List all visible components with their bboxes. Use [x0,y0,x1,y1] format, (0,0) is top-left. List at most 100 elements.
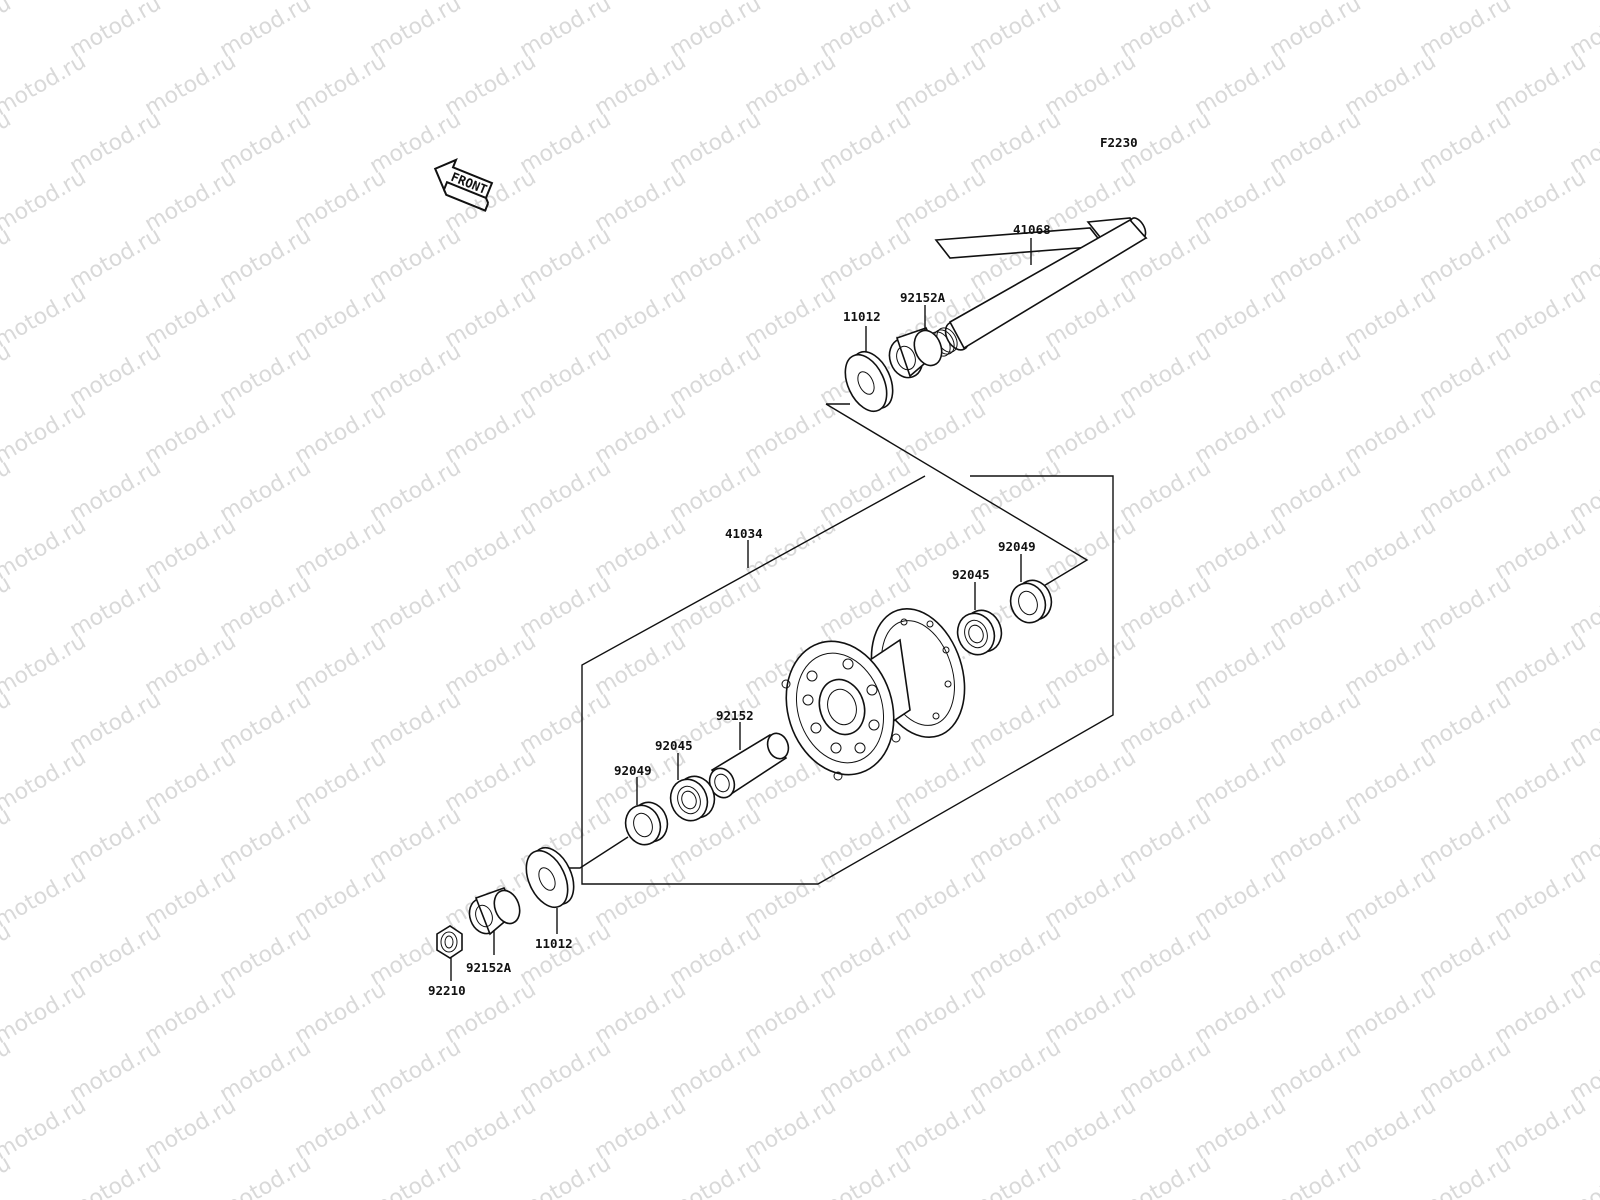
watermark-text: motod.ru [1491,1093,1591,1165]
part-number-seal-right: 11012 [843,309,881,324]
watermark-text: motod.ru [1191,861,1291,933]
watermark-text: motod.ru [0,1093,90,1165]
watermark-text: motod.ru [0,861,90,933]
watermark-text: motod.ru [666,571,766,643]
watermark-text: motod.ru [1566,1151,1600,1200]
watermark-text: motod.ru [1491,165,1591,237]
watermark-text: motod.ru [216,687,316,759]
watermark-text: motod.ru [816,1151,916,1200]
watermark-text: motod.ru [1266,1035,1366,1107]
watermark-text: motod.ru [141,49,241,121]
watermark-text: motod.ru [441,1093,541,1165]
watermark-text: motod.ru [1191,513,1291,585]
watermark-text: motod.ru [966,455,1066,527]
watermark-text: motod.ru [1191,281,1291,353]
watermark-text: motod.ru [1116,455,1216,527]
watermark-text: motod.ru [1341,397,1441,469]
collar-left-part [468,887,521,936]
watermark-text: motod.ru [0,49,90,121]
watermark-text: motod.ru [1266,223,1366,295]
part-number-collar-right: 92152A [900,290,946,305]
watermark-text: motod.ru [141,977,241,1049]
watermark-text: motod.ru [1341,165,1441,237]
watermark-text: motod.ru [591,1093,691,1165]
watermark-text: motod.ru [1491,513,1591,585]
watermark-text: motod.ru [1191,1093,1291,1165]
watermark-text: motod.ru [66,223,166,295]
watermark-text: motod.ru [0,513,90,585]
watermark-text: motod.ru [1041,861,1141,933]
watermark-text: motod.ru [1266,803,1366,875]
watermark-text: motod.ru [1491,629,1591,701]
watermark-text: motod.ru [1191,165,1291,237]
watermark-text: motod.ru [1041,977,1141,1049]
watermark-text: motod.ru [1491,745,1591,817]
watermark-text: motod.ru [666,1035,766,1107]
watermark-text: motod.ru [1416,803,1516,875]
watermark-text: motod.ru [1116,1151,1216,1200]
watermark-text: motod.ru [1041,513,1141,585]
watermark-text: motod.ru [216,339,316,411]
watermark-text: motod.ru [441,397,541,469]
watermark-text: motod.ru [441,281,541,353]
axle-nut-part [436,925,463,959]
watermark-text: motod.ru [741,281,841,353]
watermark-text: motod.ru [816,803,916,875]
watermark-text: motod.ru [216,223,316,295]
watermark-text: motod.ru [216,1035,316,1107]
watermark-text: motod.ru [441,513,541,585]
watermark-text: motod.ru [0,977,90,1049]
watermark-text: motod.ru [891,745,991,817]
watermark-text: motod.ru [441,629,541,701]
part-number-spacer: 92152 [716,708,754,723]
watermark-text: motod.ru [1416,107,1516,179]
watermark-text: motod.ru [291,397,391,469]
watermark-text: motod.ru [666,455,766,527]
watermark-text: motod.ru [141,397,241,469]
watermark-text: motod.ru [966,1151,1066,1200]
watermark-text: motod.ru [591,513,691,585]
watermark-text: motod.ru [366,339,466,411]
watermark-text: motod.ru [816,1035,916,1107]
watermark-text: motod.ru [1266,107,1366,179]
watermark-text: motod.ru [366,803,466,875]
watermark-text: motod.ru [591,165,691,237]
watermark-text: motod.ru [891,1093,991,1165]
watermark-text: motod.ru [1416,687,1516,759]
watermark-text: motod.ru [666,1151,766,1200]
watermark-text: motod.ru [1341,629,1441,701]
watermark-text: motod.ru [366,1151,466,1200]
watermark-text: motod.ru [741,397,841,469]
watermark-text: motod.ru [516,107,616,179]
watermark-text: motod.ru [1416,571,1516,643]
watermark-text: motod.ru [1341,49,1441,121]
watermark-text: motod.ru [966,803,1066,875]
oil-seal-left-part [624,801,669,846]
watermark-text: motod.ru [66,1035,166,1107]
watermark-text: motod.ru [666,107,766,179]
watermark-text: motod.ru [66,687,166,759]
watermark-text: motod.ru [291,1093,391,1165]
drawing-code: F2230 [1100,135,1138,150]
watermark-text: motod.ru [1266,339,1366,411]
watermark-text: motod.ru [516,571,616,643]
watermark-text: motod.ru [591,861,691,933]
watermark-text: motod.ru [741,513,841,585]
watermark-text: motod.ru [0,223,15,295]
watermark-text: motod.ru [0,919,15,991]
watermark-text: motod.ru [1491,281,1591,353]
watermark-text: motod.ru [66,919,166,991]
watermark-text: motod.ru [666,223,766,295]
collar-right-part [888,327,943,379]
watermark-text: motod.ru [1416,1151,1516,1200]
watermark-text: motod.ru [1491,49,1591,121]
watermark-text: motod.ru [1041,745,1141,817]
watermark-text: motod.ru [1116,687,1216,759]
wheel-hub-part [781,607,966,781]
watermark-text: motod.ru [0,629,90,701]
watermark-text: motod.ru [1341,861,1441,933]
watermark-text: motod.ru [1416,1035,1516,1107]
part-number-collar-left: 92152A [466,960,512,975]
watermark-text: motod.ru [291,165,391,237]
